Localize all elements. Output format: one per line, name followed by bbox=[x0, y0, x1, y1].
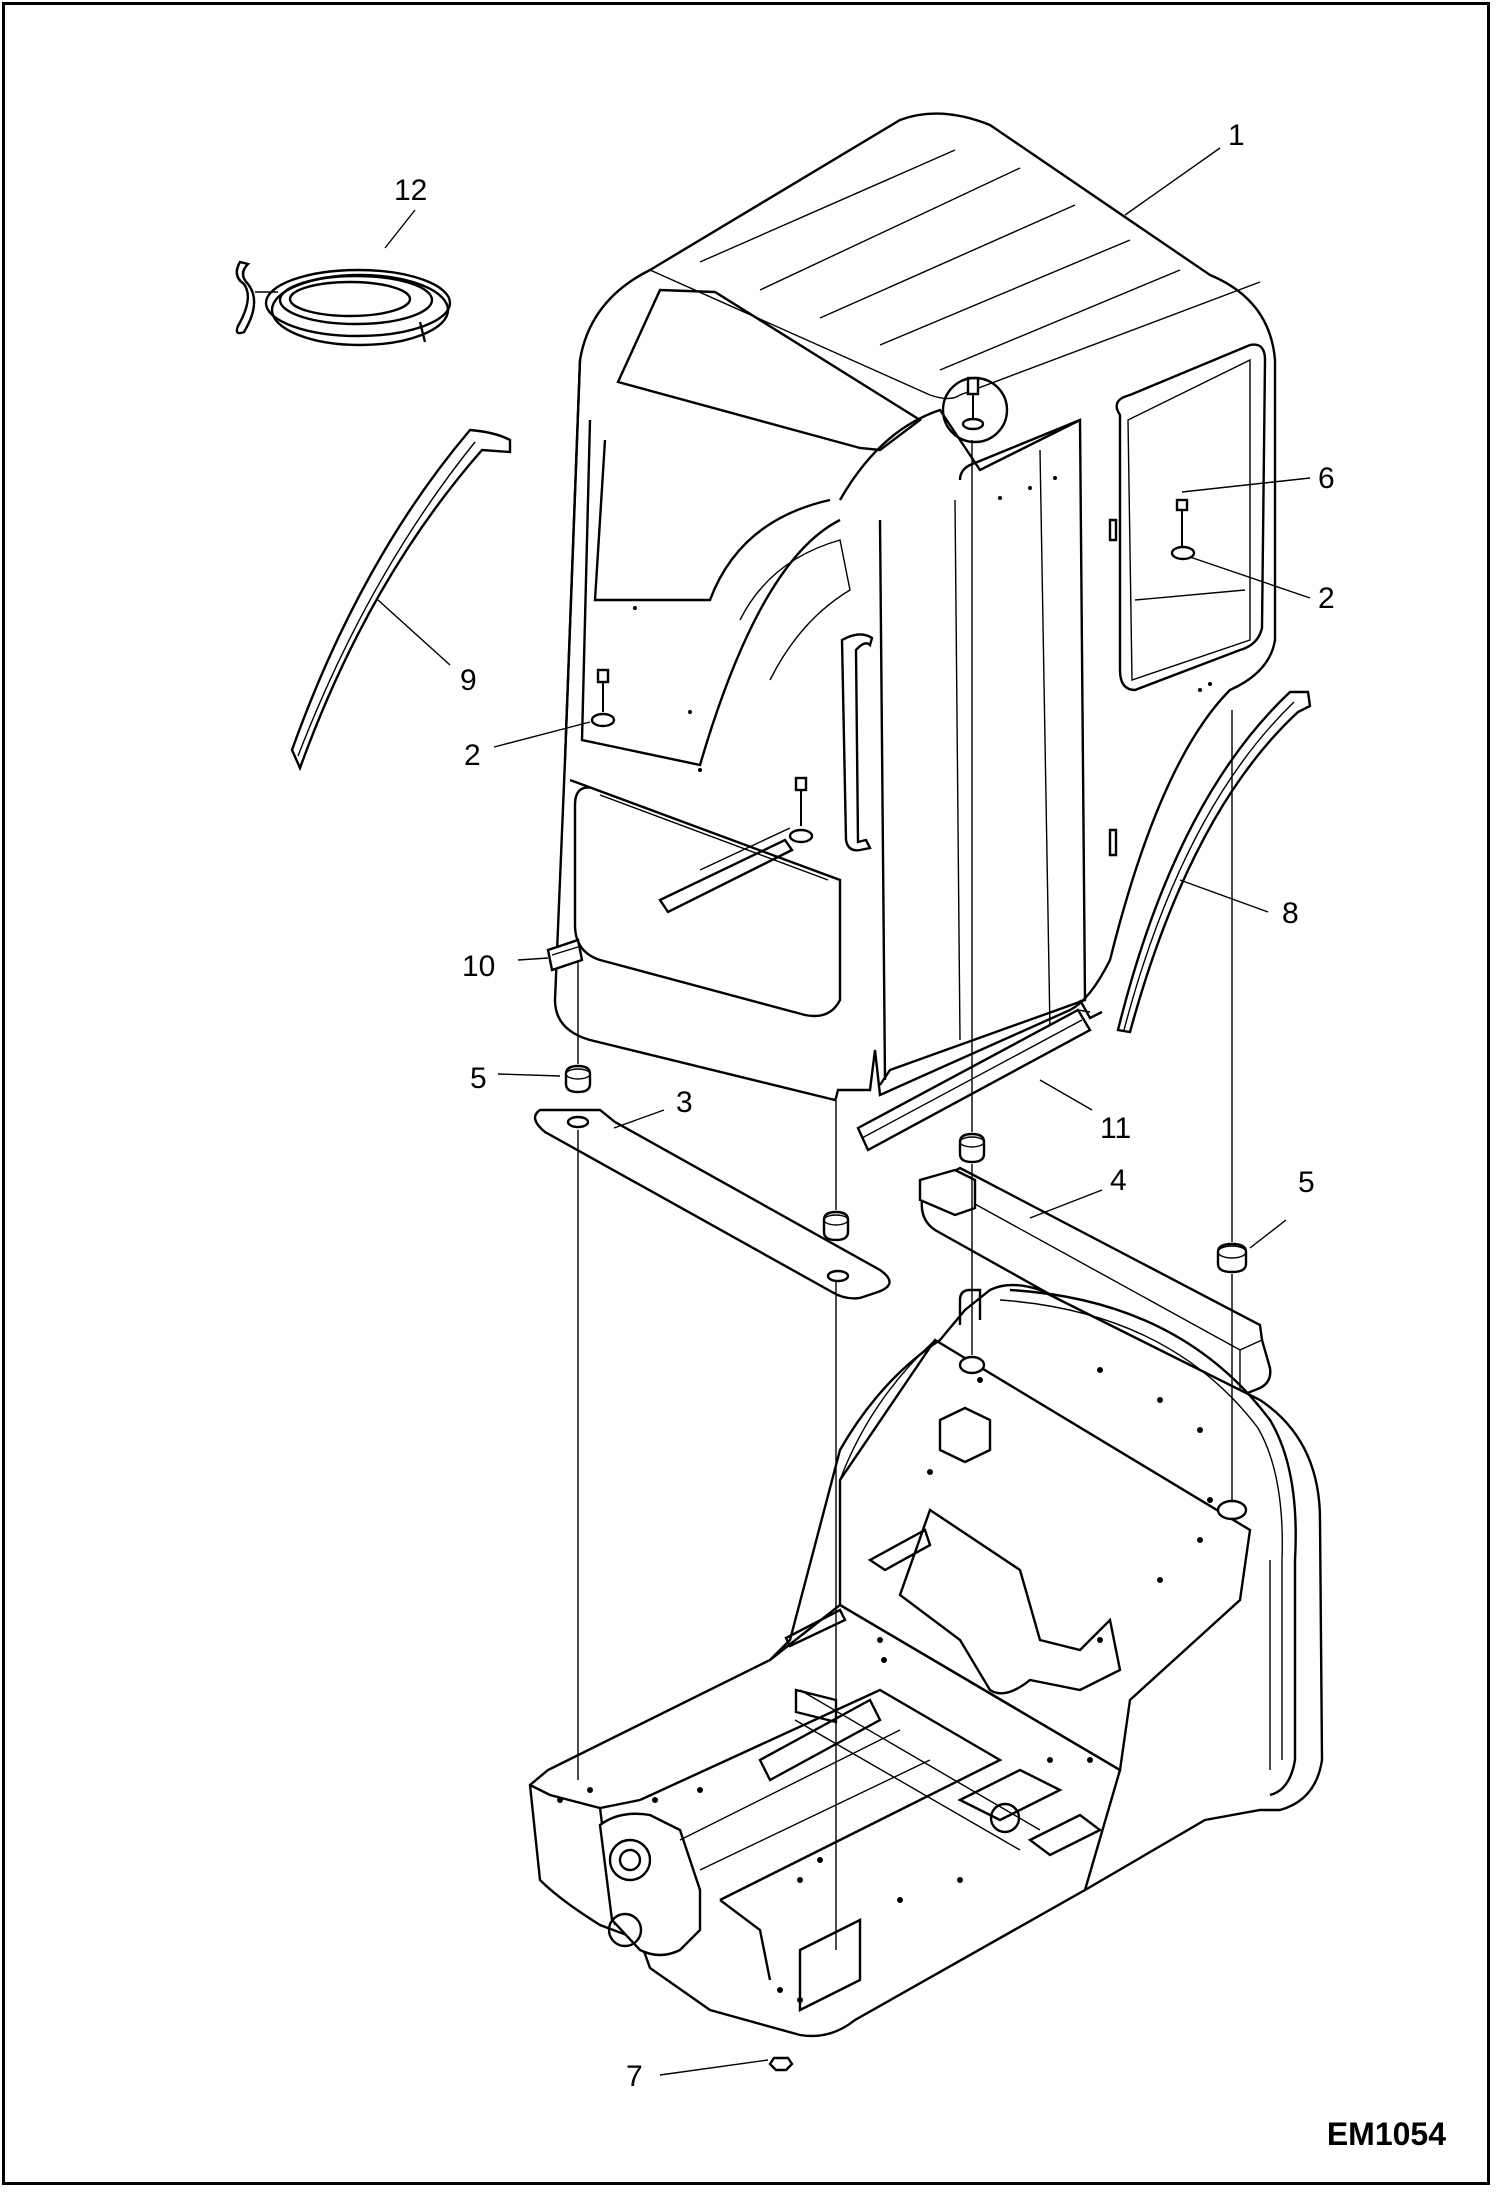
callout-10: 10 bbox=[462, 950, 495, 983]
bolt-washer-left bbox=[590, 668, 616, 728]
callout-1: 1 bbox=[1228, 119, 1245, 152]
callout-2-left: 2 bbox=[464, 739, 481, 772]
cab-body bbox=[553, 112, 1277, 1102]
drawing-code: EM1054 bbox=[1326, 2116, 1446, 2152]
rubber-mount-b bbox=[822, 1210, 850, 1242]
bottom-bolt bbox=[768, 2056, 794, 2072]
callout-4: 4 bbox=[1110, 1164, 1127, 1197]
alignment-lines bbox=[577, 440, 1233, 1950]
mount-plate-left bbox=[533, 1108, 891, 1300]
callout-2-right: 2 bbox=[1318, 582, 1335, 615]
bolt-washer-right bbox=[1170, 498, 1196, 561]
callout-7: 7 bbox=[626, 2060, 643, 2093]
callout-5-left: 5 bbox=[470, 1062, 487, 1095]
leader-lines bbox=[377, 147, 1311, 2076]
seal-coil-part bbox=[235, 260, 452, 347]
callout-6: 6 bbox=[1318, 462, 1335, 495]
callout-3: 3 bbox=[676, 1086, 693, 1119]
strip-part-10 bbox=[546, 938, 584, 972]
callout-8: 8 bbox=[1282, 897, 1299, 930]
callout-9: 9 bbox=[460, 664, 477, 697]
upper-frame-base bbox=[528, 1283, 1324, 2038]
bolt-washer-center bbox=[788, 776, 814, 844]
callout-11: 11 bbox=[1100, 1112, 1131, 1145]
window-strip-left bbox=[290, 428, 512, 772]
rubber-mount-a bbox=[564, 1064, 592, 1094]
rubber-mount-d bbox=[1216, 1242, 1248, 1274]
window-strip-right bbox=[1116, 690, 1312, 1034]
bolt-washer-roof bbox=[941, 376, 1009, 444]
callout-5-right: 5 bbox=[1298, 1166, 1315, 1199]
rubber-mount-c bbox=[958, 1132, 986, 1164]
callout-labels: 1 12 6 2 9 2 8 10 5 3 11 4 5 7 bbox=[394, 119, 1335, 2093]
callout-12: 12 bbox=[394, 174, 427, 207]
